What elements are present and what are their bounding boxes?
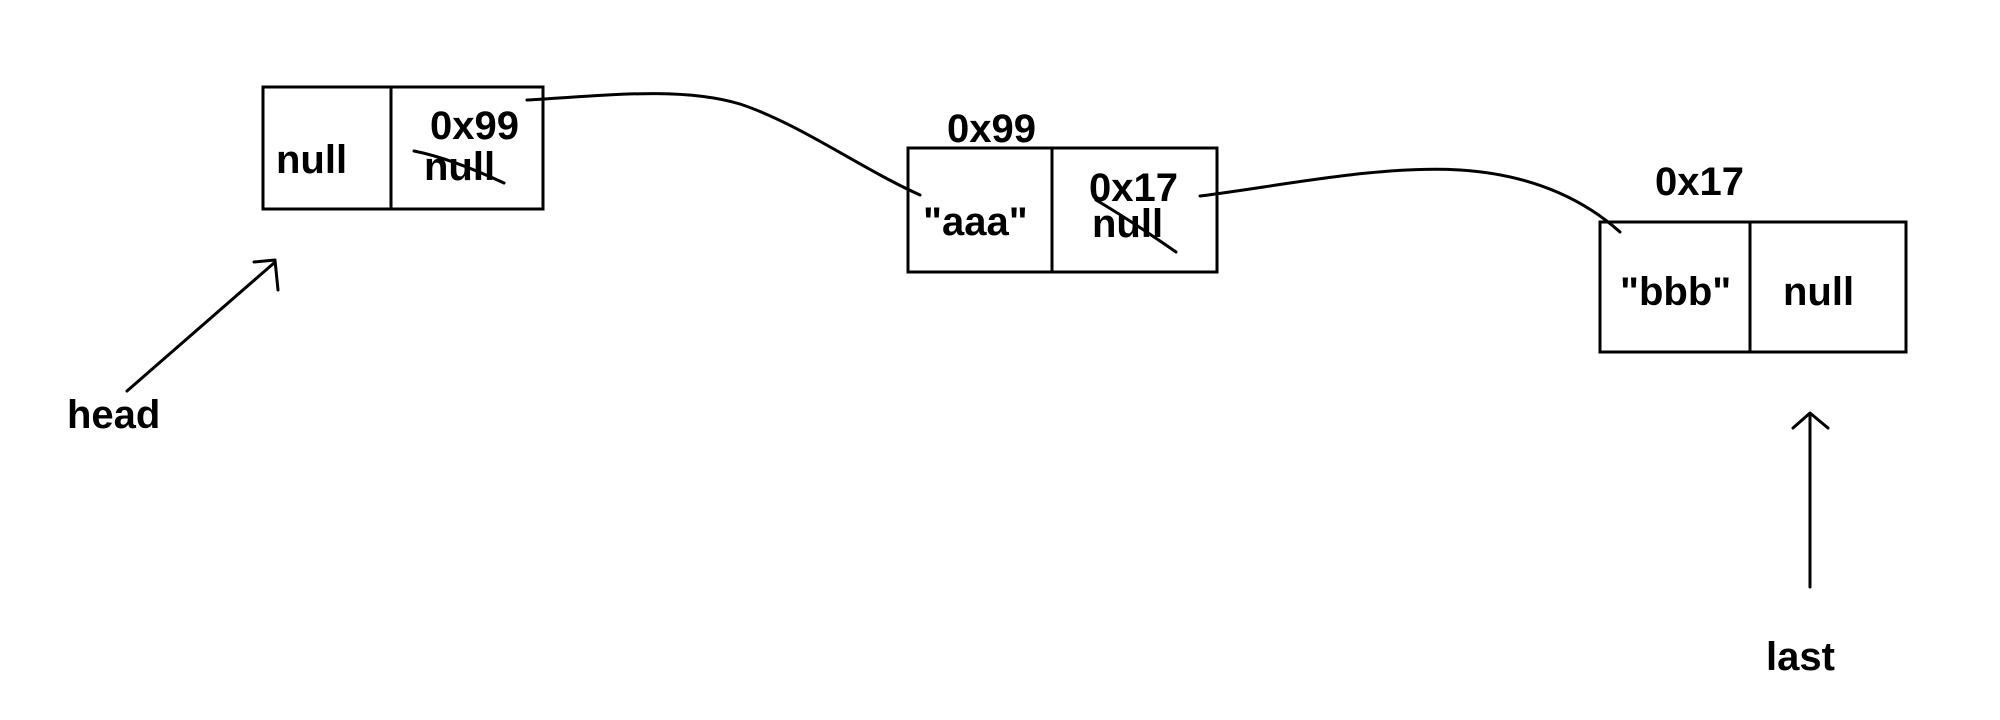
node-bbb-next-value: null (1783, 270, 1854, 314)
node-head-next-address: 0x99 (430, 104, 519, 148)
node-head: null 0x99 null (261, 85, 545, 211)
last-arrow-icon (1791, 411, 1830, 589)
node-head-next-old-value: null (424, 145, 495, 189)
link-node-head-to-aaa (525, 92, 922, 197)
last-pointer: last (1766, 411, 1835, 679)
last-label: last (1766, 635, 1835, 679)
node-bbb-data-value: "bbb" (1620, 270, 1731, 314)
strike-through-mark (1094, 198, 1178, 254)
node-aaa: 0x99 "aaa" 0x17 null (906, 107, 1219, 274)
node-aaa-address-label: 0x99 (947, 107, 1036, 151)
link-node-aaa-to-bbb (1198, 167, 1622, 234)
node-aaa-next-address: 0x17 (1089, 166, 1178, 210)
node-bbb: 0x17 "bbb" null (1598, 160, 1908, 354)
node-head-data-value: null (276, 138, 347, 182)
node-bbb-address-label: 0x17 (1655, 160, 1744, 204)
node-head-next-cell (389, 85, 545, 211)
head-label: head (67, 393, 160, 437)
node-aaa-next-cell (1050, 146, 1219, 274)
head-pointer: head (67, 258, 280, 437)
strike-through-mark (412, 149, 506, 185)
node-aaa-next-old-value: null (1092, 202, 1163, 246)
node-bbb-next-cell (1748, 220, 1908, 354)
node-aaa-data-value: "aaa" (923, 200, 1028, 244)
head-arrow-icon (125, 258, 280, 393)
